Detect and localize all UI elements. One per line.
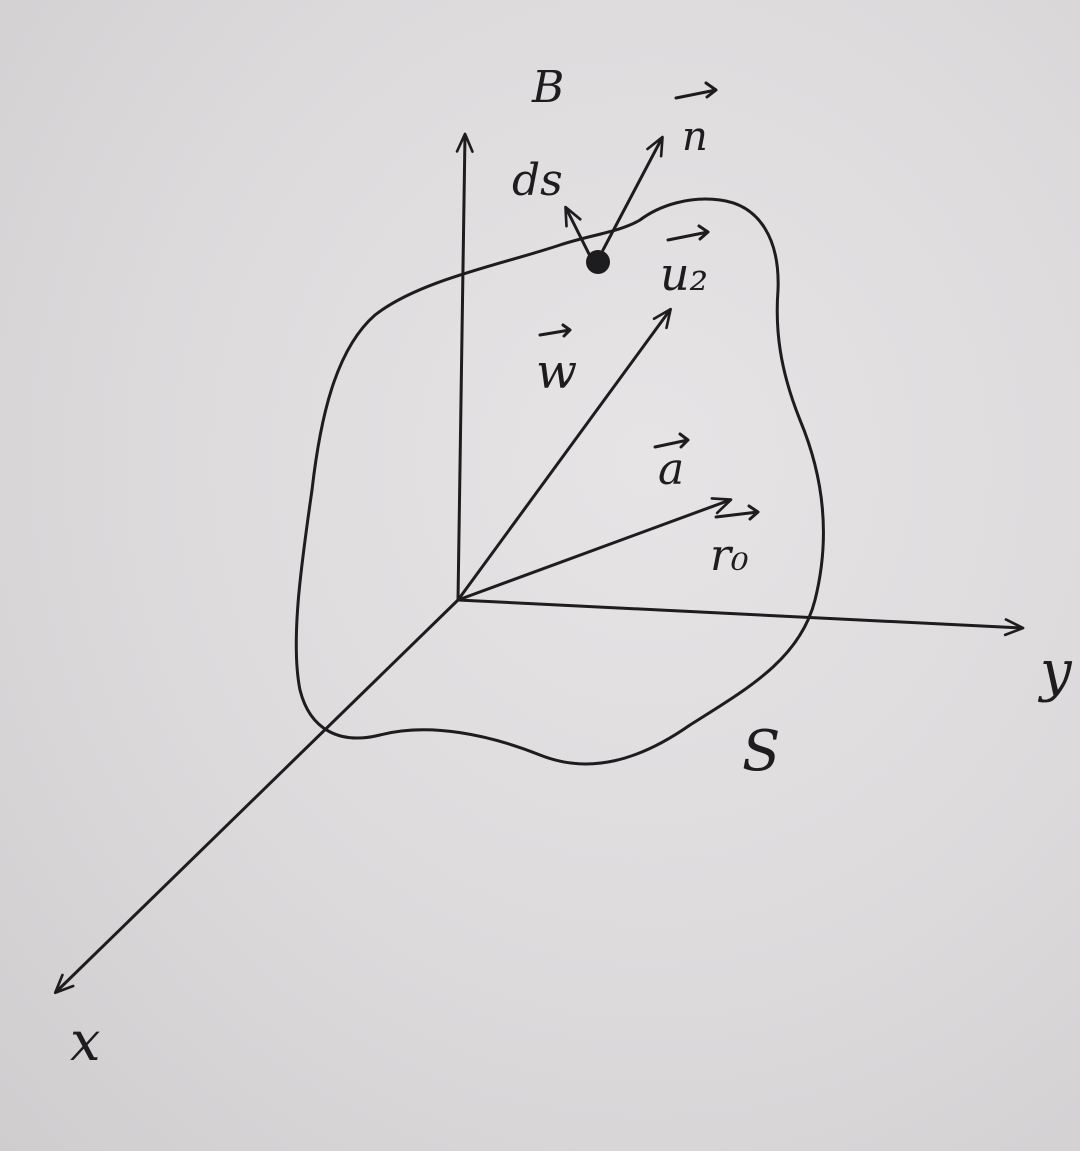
r0-overhead-arrow bbox=[714, 504, 760, 521]
z-axis bbox=[455, 132, 474, 602]
w-overhead-arrow bbox=[538, 323, 572, 338]
x-axis bbox=[53, 598, 460, 995]
surface-point bbox=[586, 250, 610, 274]
label-w: w bbox=[536, 344, 577, 400]
n-overhead-arrow bbox=[674, 81, 718, 100]
u2-overhead-arrow bbox=[666, 224, 710, 242]
label-y: y bbox=[1037, 639, 1073, 704]
ds-arrow bbox=[564, 205, 592, 258]
label-r0: r₀ bbox=[710, 530, 749, 581]
y-axis bbox=[456, 598, 1025, 637]
a-overhead-arrow bbox=[653, 432, 690, 449]
label-b: B bbox=[531, 62, 564, 113]
label-a: a bbox=[658, 444, 684, 495]
label-ds: ds bbox=[512, 155, 563, 206]
label-n: n bbox=[682, 114, 708, 160]
r0-vector bbox=[456, 497, 733, 602]
label-s: S bbox=[742, 719, 780, 784]
label-u2: u₂ bbox=[660, 247, 708, 301]
normal-vector-n bbox=[601, 135, 664, 252]
label-x: x bbox=[70, 1010, 100, 1073]
u2-vector bbox=[456, 307, 672, 602]
surface-s-outline bbox=[294, 197, 825, 766]
